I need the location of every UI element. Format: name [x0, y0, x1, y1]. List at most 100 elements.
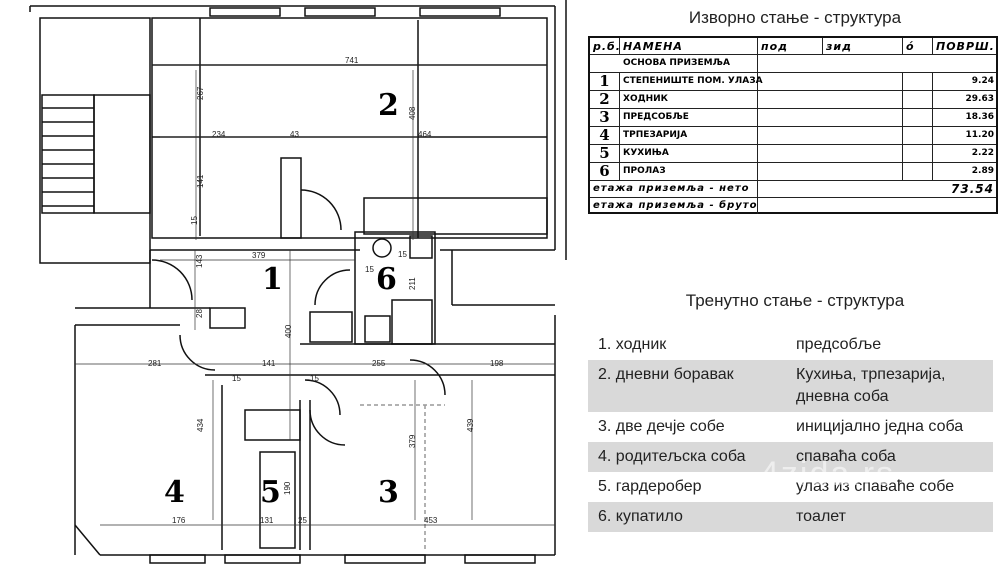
room-cell: 3. две дечје собе: [598, 418, 725, 435]
note-cell: Кухиња, трпезарија, дневна соба: [796, 366, 946, 405]
table-row: 6. купатило тоалет: [588, 502, 993, 532]
row-number: 6: [590, 162, 620, 180]
gross-label: етажа приземља - бруто: [590, 197, 758, 214]
floor-wall-cell: [758, 126, 903, 144]
row-number: 4: [590, 126, 620, 144]
room-name: ХОДНИК: [620, 90, 758, 108]
header-area: ПОВРШ.: [936, 39, 995, 53]
dimension-label: 379: [252, 251, 266, 260]
dimension-label: 143: [195, 254, 204, 268]
room-name: ПРЕДСОБЉЕ: [620, 108, 758, 126]
net-value: 73.54: [951, 181, 994, 196]
original-structure-title: Изворно стање - структура: [688, 8, 902, 27]
dimension-label: 453: [424, 516, 438, 525]
room-number-1: 1: [262, 262, 283, 297]
header-floor: под: [758, 38, 823, 54]
dimension-label: 15: [190, 216, 199, 225]
header-no: р.б.: [590, 38, 620, 54]
room-number-3: 3: [378, 475, 399, 510]
room-name: ТРПЕЗАРИЈА: [620, 126, 758, 144]
room-number-5: 5: [260, 475, 281, 510]
row-number: 1: [590, 72, 620, 90]
room-number-2: 2: [378, 88, 399, 123]
floor-wall-cell: [758, 72, 903, 90]
room-cell: 2. дневни боравак: [598, 366, 734, 383]
header-ceiling: ó: [903, 38, 933, 54]
note-cell: предсобље: [796, 336, 882, 353]
dimension-label: 176: [172, 516, 186, 525]
ceiling-cell: [903, 90, 933, 108]
dimension-label: 741: [345, 56, 359, 65]
row-number: 2: [590, 90, 620, 108]
original-structure-table: р.б. НАМЕНА под зид ó ПОВРШ. ОСНОВА ПРИЗ…: [588, 36, 998, 214]
table-row: 4. родитељска соба спаваћа соба: [588, 442, 993, 472]
ceiling-cell: [903, 144, 933, 162]
room-name: СТЕПЕНИШТЕ ПОМ. УЛАЗА: [620, 72, 763, 90]
dimension-label: 15: [232, 374, 241, 383]
room-cell: 4. родитељска соба: [598, 448, 746, 465]
current-structure-title: Тренутно стање - структура: [685, 291, 905, 310]
dimension-label: 25: [298, 516, 307, 525]
room-area: 29.63: [965, 94, 994, 104]
dimension-label: 400: [284, 324, 293, 338]
floor-wall-cell: [758, 90, 903, 108]
watermark: 4zida.rs: [760, 455, 896, 493]
table-row: 1. ходник предсобље: [588, 330, 993, 360]
table-row: 3. две дечје собе иницијално једна соба: [588, 412, 993, 442]
floor-wall-cell: [758, 144, 903, 162]
ceiling-cell: [903, 126, 933, 144]
dimension-label: 198: [490, 359, 504, 368]
dimension-label: 15: [310, 374, 319, 383]
dimension-label: 15: [365, 265, 374, 274]
room-area: 9.24: [971, 76, 994, 86]
room-name: ПРОЛАЗ: [620, 162, 758, 180]
room-area: 2.89: [971, 166, 994, 176]
dimension-label: 267: [196, 86, 205, 100]
row-number: 3: [590, 108, 620, 126]
room-cell: 5. гардеробер: [598, 478, 702, 495]
dimension-label: 28: [195, 309, 204, 318]
room-area: 11.20: [965, 130, 994, 140]
header-wall: зид: [823, 38, 903, 54]
table-row: 2. дневни боравак Кухиња, трпезарија, дн…: [588, 360, 993, 412]
room-area: 18.36: [965, 112, 994, 122]
current-structure-table: 1. ходник предсобље 2. дневни боравак Ку…: [588, 330, 993, 532]
dimension-label: 141: [262, 359, 276, 368]
dimension-label: 255: [372, 359, 386, 368]
table-header-row: р.б. НАМЕНА под зид ó ПОВРШ.: [590, 38, 996, 55]
room-number-4: 4: [164, 475, 185, 510]
room-cell: 6. купатило: [598, 508, 683, 525]
ceiling-cell: [903, 162, 933, 180]
dimension-label: 211: [408, 277, 417, 290]
net-label: етажа приземља - нето: [590, 180, 758, 197]
dimension-label: 439: [466, 418, 475, 432]
row-number: 5: [590, 144, 620, 162]
dimension-label: 131: [260, 516, 274, 525]
room-number-6: 6: [376, 262, 397, 297]
dimension-label: 43: [290, 130, 299, 139]
header-name: НАМЕНА: [620, 38, 758, 54]
note-cell: иницијално једна соба: [796, 418, 964, 435]
dimension-label: 434: [196, 418, 205, 432]
floor-wall-cell: [758, 162, 903, 180]
net-row: етажа приземља - нето 73.54: [590, 180, 996, 198]
note-cell: спаваћа соба: [796, 448, 896, 465]
dimension-label: 281: [148, 359, 162, 368]
dimension-label: 234: [212, 130, 226, 139]
section-row: ОСНОВА ПРИЗЕМЉА: [590, 54, 996, 73]
table-row: 5. гардеробер улаз из спаваће собе: [588, 472, 993, 502]
note-cell: улаз из спаваће собе: [796, 478, 955, 495]
room-area: 2.22: [971, 148, 994, 158]
dimension-label: 141: [196, 174, 205, 188]
note-cell: тоалет: [796, 508, 846, 525]
room-cell: 1. ходник: [598, 336, 667, 353]
dimension-label: 15: [398, 250, 407, 259]
ceiling-cell: [903, 108, 933, 126]
ceiling-cell: [903, 72, 933, 90]
